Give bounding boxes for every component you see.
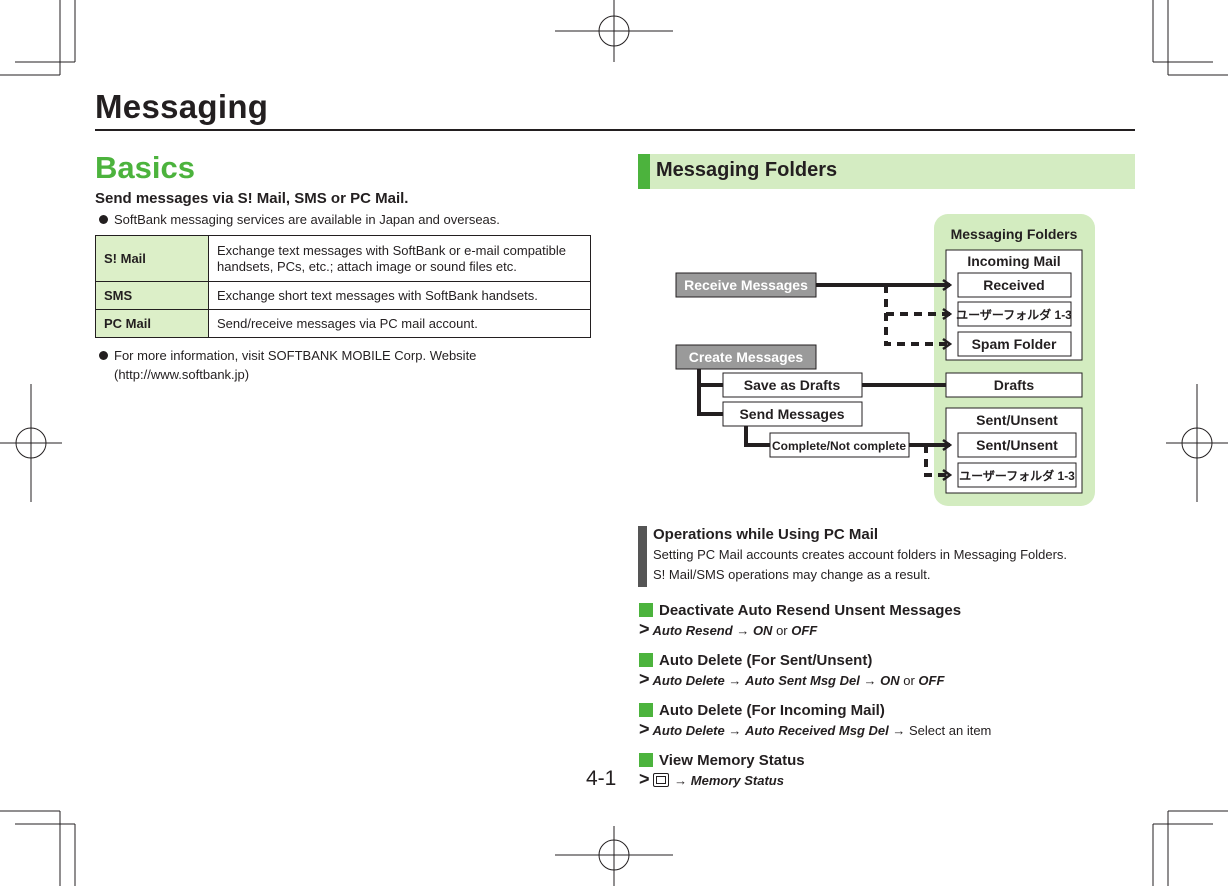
then-arrow-icon: → — [863, 673, 877, 688]
then-arrow-icon: → — [728, 673, 742, 688]
folders-panel-title: Messaging Folders — [951, 226, 1078, 242]
square-bullet-icon — [639, 753, 653, 767]
bullet-icon — [99, 215, 108, 224]
basics-heading: Basics — [95, 150, 195, 185]
title-rule — [95, 129, 1135, 131]
then-arrow-icon: → — [674, 773, 688, 788]
operation-path: >Auto Delete → Auto Sent Msg Del → ON or… — [639, 669, 945, 689]
service-desc: Send/receive messages via PC mail accoun… — [208, 309, 591, 338]
service-name: SMS — [95, 281, 209, 310]
operation-path: >Auto Delete → Auto Received Msg Del → S… — [639, 719, 992, 739]
table-row: S! Mail Exchange text messages with Soft… — [95, 235, 591, 282]
square-bullet-icon — [639, 653, 653, 667]
square-bullet-icon — [639, 603, 653, 617]
service-desc: Exchange short text messages with SoftBa… — [208, 281, 591, 310]
incoming-mail-label: Incoming Mail — [967, 253, 1060, 269]
step-icon: > — [639, 669, 650, 689]
service-name: S! Mail — [95, 235, 209, 282]
receive-dashed-connector — [884, 285, 950, 344]
operation-heading: View Memory Status — [639, 752, 805, 769]
then-arrow-icon: → — [892, 723, 906, 738]
step-icon: > — [639, 619, 650, 639]
bullet-note-services: SoftBank messaging services are availabl… — [99, 210, 500, 229]
drafts-folder-label: Drafts — [994, 377, 1035, 393]
create-messages-label: Create Messages — [689, 349, 804, 365]
page-number: 4-1 — [586, 767, 617, 790]
note-line: S! Mail/SMS operations may change as a r… — [653, 567, 931, 582]
note-title: Operations while Using PC Mail — [653, 526, 879, 543]
service-desc: Exchange text messages with SoftBank or … — [208, 235, 591, 282]
user-folder-outgoing-label: ユーザーフォルダ 1-3 — [959, 468, 1075, 483]
mail-key-icon — [652, 773, 669, 787]
step-icon: > — [639, 719, 650, 739]
spam-folder-label: Spam Folder — [972, 336, 1057, 352]
create-to-drafts-connector — [697, 369, 723, 416]
heading-accent-bar — [638, 154, 650, 189]
section-heading-text: Messaging Folders — [656, 159, 838, 181]
sent-unsent-group-label: Sent/Unsent — [976, 412, 1058, 428]
basics-lead: Send messages via S! Mail, SMS or PC Mai… — [95, 190, 409, 207]
receive-messages-label: Receive Messages — [684, 277, 808, 293]
operation-path: >Auto Resend → ON or OFF — [639, 619, 818, 639]
save-drafts-box — [722, 372, 863, 398]
table-row: PC Mail Send/receive messages via PC mai… — [95, 309, 591, 338]
drafts-folder — [945, 372, 1083, 398]
send-messages-label: Send Messages — [739, 406, 844, 422]
spam-folder — [957, 331, 1072, 357]
note-line: Setting PC Mail accounts creates account… — [653, 547, 1068, 562]
table-row: SMS Exchange short text messages with So… — [95, 281, 591, 310]
step-icon: > — [639, 769, 650, 789]
sent-unsent-folder-label: Sent/Unsent — [976, 437, 1058, 453]
bullet-note-website: For more information, visit SOFTBANK MOB… — [99, 346, 476, 384]
user-folder-incoming — [957, 301, 1072, 327]
sent-unsent-folder — [957, 432, 1077, 458]
send-connector — [744, 426, 770, 447]
complete-label: Complete/Not complete — [772, 439, 906, 453]
received-folder — [957, 272, 1072, 298]
then-arrow-icon: → — [728, 723, 742, 738]
save-drafts-label: Save as Drafts — [744, 377, 841, 393]
user-folder-outgoing — [957, 462, 1077, 488]
operation-heading: Auto Delete (For Incoming Mail) — [639, 702, 885, 719]
operation-heading: Deactivate Auto Resend Unsent Messages — [639, 602, 961, 619]
square-bullet-icon — [639, 703, 653, 717]
receive-messages-button — [675, 272, 817, 298]
bullet-icon — [99, 351, 108, 360]
note-accent-bar — [638, 526, 647, 587]
then-arrow-icon: → — [736, 623, 750, 638]
section-heading-messaging-folders: Messaging Folders — [638, 154, 1135, 189]
create-messages-button — [675, 344, 817, 370]
received-folder-label: Received — [983, 277, 1044, 293]
services-table: S! Mail Exchange text messages with Soft… — [95, 235, 591, 338]
page-title: Messaging — [95, 88, 269, 125]
user-folder-incoming-label: ユーザーフォルダ 1-3 — [956, 307, 1072, 322]
operation-heading: Auto Delete (For Sent/Unsent) — [639, 652, 872, 669]
sent-dashed-connector — [924, 445, 950, 475]
operation-path: > → Memory Status — [639, 769, 784, 789]
